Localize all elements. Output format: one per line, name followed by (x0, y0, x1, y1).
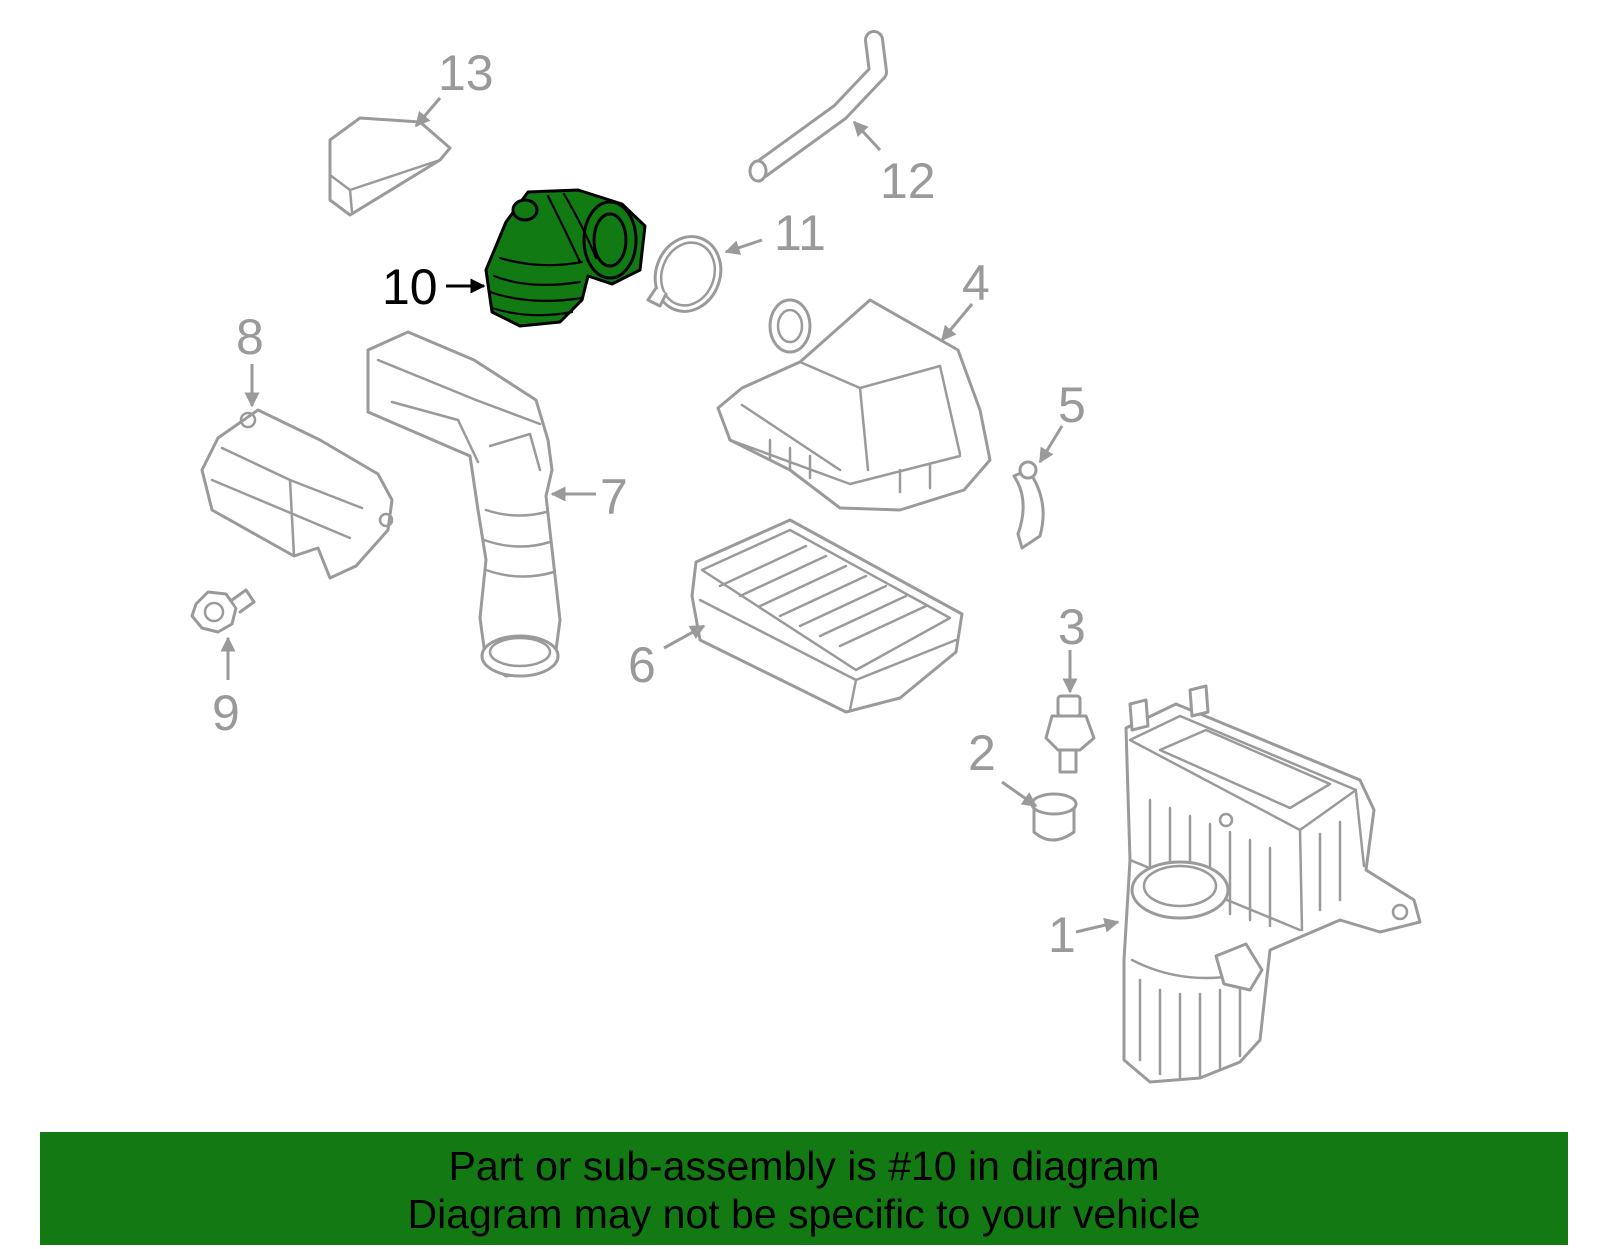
callout-13: 13 (414, 45, 494, 128)
callout-4: 4 (940, 255, 990, 342)
part-12-hose (748, 30, 888, 183)
part-5-clip (1012, 460, 1045, 550)
callout-10-label: 10 (382, 259, 438, 315)
part-7-intake-duct (366, 330, 562, 678)
callout-12: 12 (852, 120, 936, 209)
banner-line-1: Part or sub-assembly is #10 in diagram (448, 1143, 1160, 1189)
callout-4-label: 4 (962, 255, 990, 311)
callout-9: 9 (212, 636, 240, 741)
part-9-clip (190, 588, 256, 634)
callout-11: 11 (724, 205, 826, 261)
callout-2-label: 2 (968, 725, 996, 781)
callout-1: 1 (1048, 907, 1120, 963)
callout-5: 5 (1038, 377, 1086, 464)
part-8-duct-cover (200, 408, 394, 580)
callout-7: 7 (550, 469, 628, 525)
callout-3: 3 (1058, 599, 1086, 694)
callout-8: 8 (236, 309, 264, 408)
callout-3-label: 3 (1058, 599, 1086, 655)
part-6-air-filter (690, 518, 964, 714)
callout-7-label: 7 (600, 469, 628, 525)
part-4-air-cleaner-cover (716, 298, 992, 512)
callout-13-label: 13 (438, 45, 494, 101)
callout-2: 2 (968, 725, 1038, 808)
part-13-cover (328, 116, 452, 217)
part-10-intake-hose (484, 188, 647, 328)
part-2-grommet (1030, 792, 1078, 842)
part-11-clamp (646, 235, 723, 313)
part-3-sensor (1044, 694, 1096, 774)
info-banner: Part or sub-assembly is #10 in diagram D… (40, 1132, 1568, 1245)
callout-12-label: 12 (880, 153, 936, 209)
callout-6-label: 6 (628, 637, 656, 693)
callout-11-label: 11 (774, 205, 826, 261)
callout-5-label: 5 (1058, 377, 1086, 433)
parts-diagram: 13 12 10 11 (190, 30, 1422, 1084)
part-1-air-cleaner-body (1122, 684, 1422, 1084)
callout-6: 6 (628, 624, 706, 693)
callout-1-label: 1 (1048, 907, 1076, 963)
callout-8-label: 8 (236, 309, 264, 365)
callout-10: 10 (382, 259, 486, 315)
callout-9-label: 9 (212, 685, 240, 741)
banner-line-2: Diagram may not be specific to your vehi… (407, 1191, 1201, 1237)
